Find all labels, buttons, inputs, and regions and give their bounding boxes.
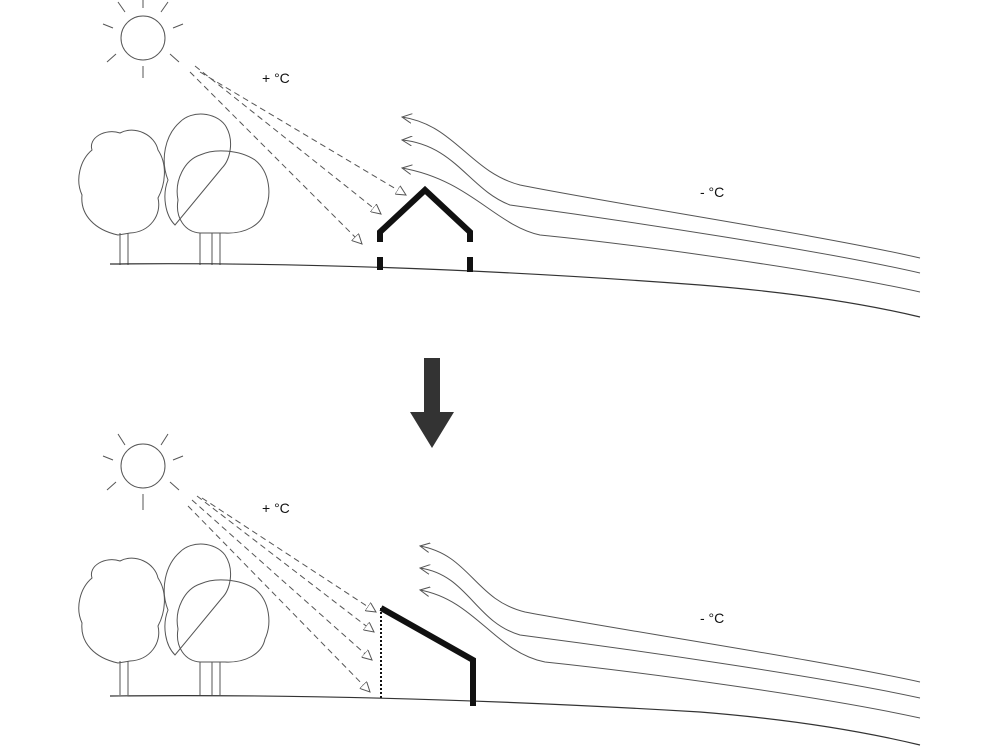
sun-rays	[189, 65, 406, 244]
ground-line	[109, 695, 921, 746]
panel-after: + °C - °C	[78, 433, 921, 746]
sun-icon	[102, 433, 184, 510]
cold-temperature-label: - °C	[700, 184, 724, 200]
transition-arrow	[410, 358, 454, 448]
wind-flow	[402, 117, 921, 293]
warm-temperature-label: + °C	[262, 70, 290, 86]
wind-flow	[420, 546, 921, 719]
house-monopitch	[379, 605, 476, 706]
house-gable	[377, 185, 473, 272]
cold-temperature-label: - °C	[700, 610, 724, 626]
sun-icon	[102, 0, 184, 78]
trees	[78, 543, 270, 695]
sun-rays	[187, 495, 376, 692]
warm-temperature-label: + °C	[262, 500, 290, 516]
trees	[78, 113, 270, 265]
panel-before: + °C - °C	[78, 0, 921, 318]
ground-line	[109, 263, 921, 318]
